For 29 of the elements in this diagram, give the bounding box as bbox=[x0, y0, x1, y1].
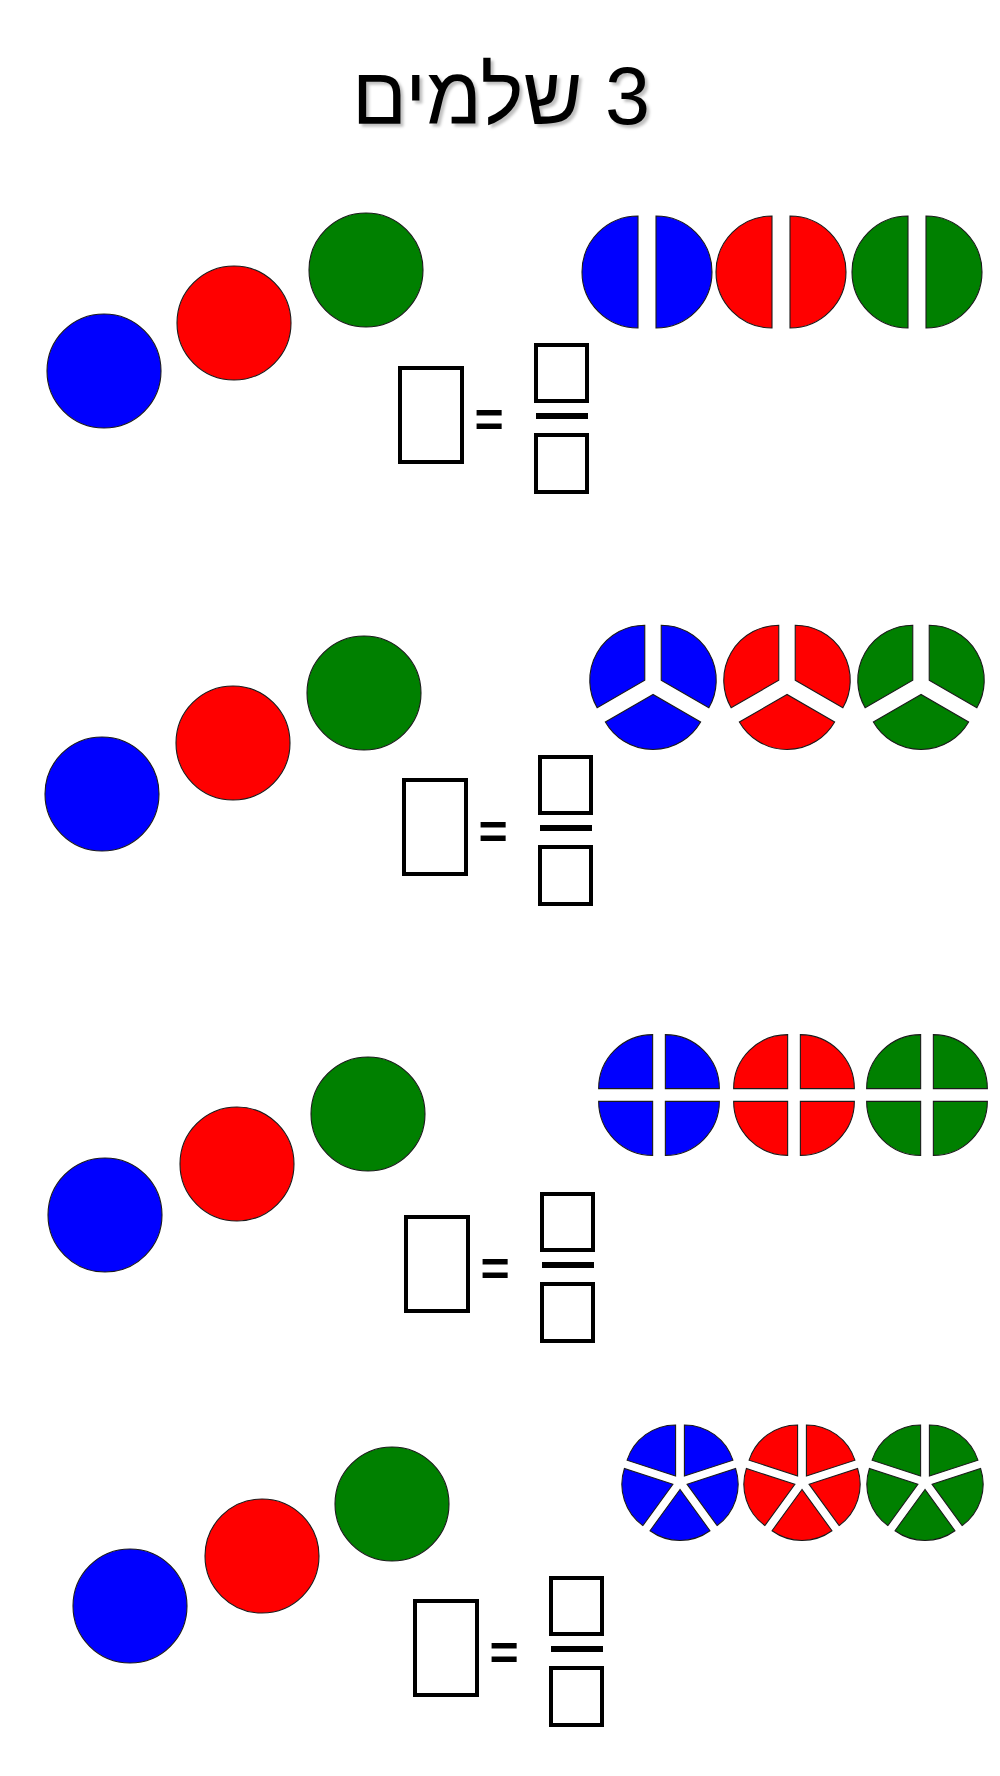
equals-sign: = bbox=[474, 405, 504, 435]
divided-circle-drawing bbox=[581, 215, 713, 329]
divided-circle-drawing bbox=[715, 215, 847, 329]
equals-sign: = bbox=[489, 1638, 519, 1668]
divided-circle-drawing bbox=[865, 1423, 985, 1542]
divided-circle-drawing bbox=[588, 624, 718, 751]
divided-circle-drawing bbox=[732, 1033, 856, 1157]
circle bbox=[44, 736, 160, 852]
circle bbox=[46, 313, 162, 429]
circle bbox=[72, 1548, 188, 1664]
title: 3 שלמים bbox=[352, 52, 650, 142]
circle bbox=[175, 685, 291, 801]
divided-circle-drawing bbox=[722, 624, 852, 751]
circle bbox=[306, 635, 422, 751]
circle bbox=[310, 1056, 426, 1172]
divided-circle-drawing bbox=[597, 1033, 721, 1157]
circle bbox=[204, 1498, 320, 1614]
divided-circle-drawing bbox=[851, 215, 983, 329]
circle bbox=[179, 1106, 295, 1222]
divided-circle-drawing bbox=[865, 1033, 989, 1157]
divided-circle-drawing bbox=[742, 1423, 862, 1542]
divided-circle-drawing bbox=[856, 624, 986, 751]
equals-sign: = bbox=[480, 1254, 510, 1284]
circle bbox=[47, 1157, 163, 1273]
circle bbox=[334, 1446, 450, 1562]
circle bbox=[176, 265, 292, 381]
equals-sign: = bbox=[478, 817, 508, 847]
divided-circle-drawing bbox=[620, 1423, 740, 1542]
circle bbox=[308, 212, 424, 328]
